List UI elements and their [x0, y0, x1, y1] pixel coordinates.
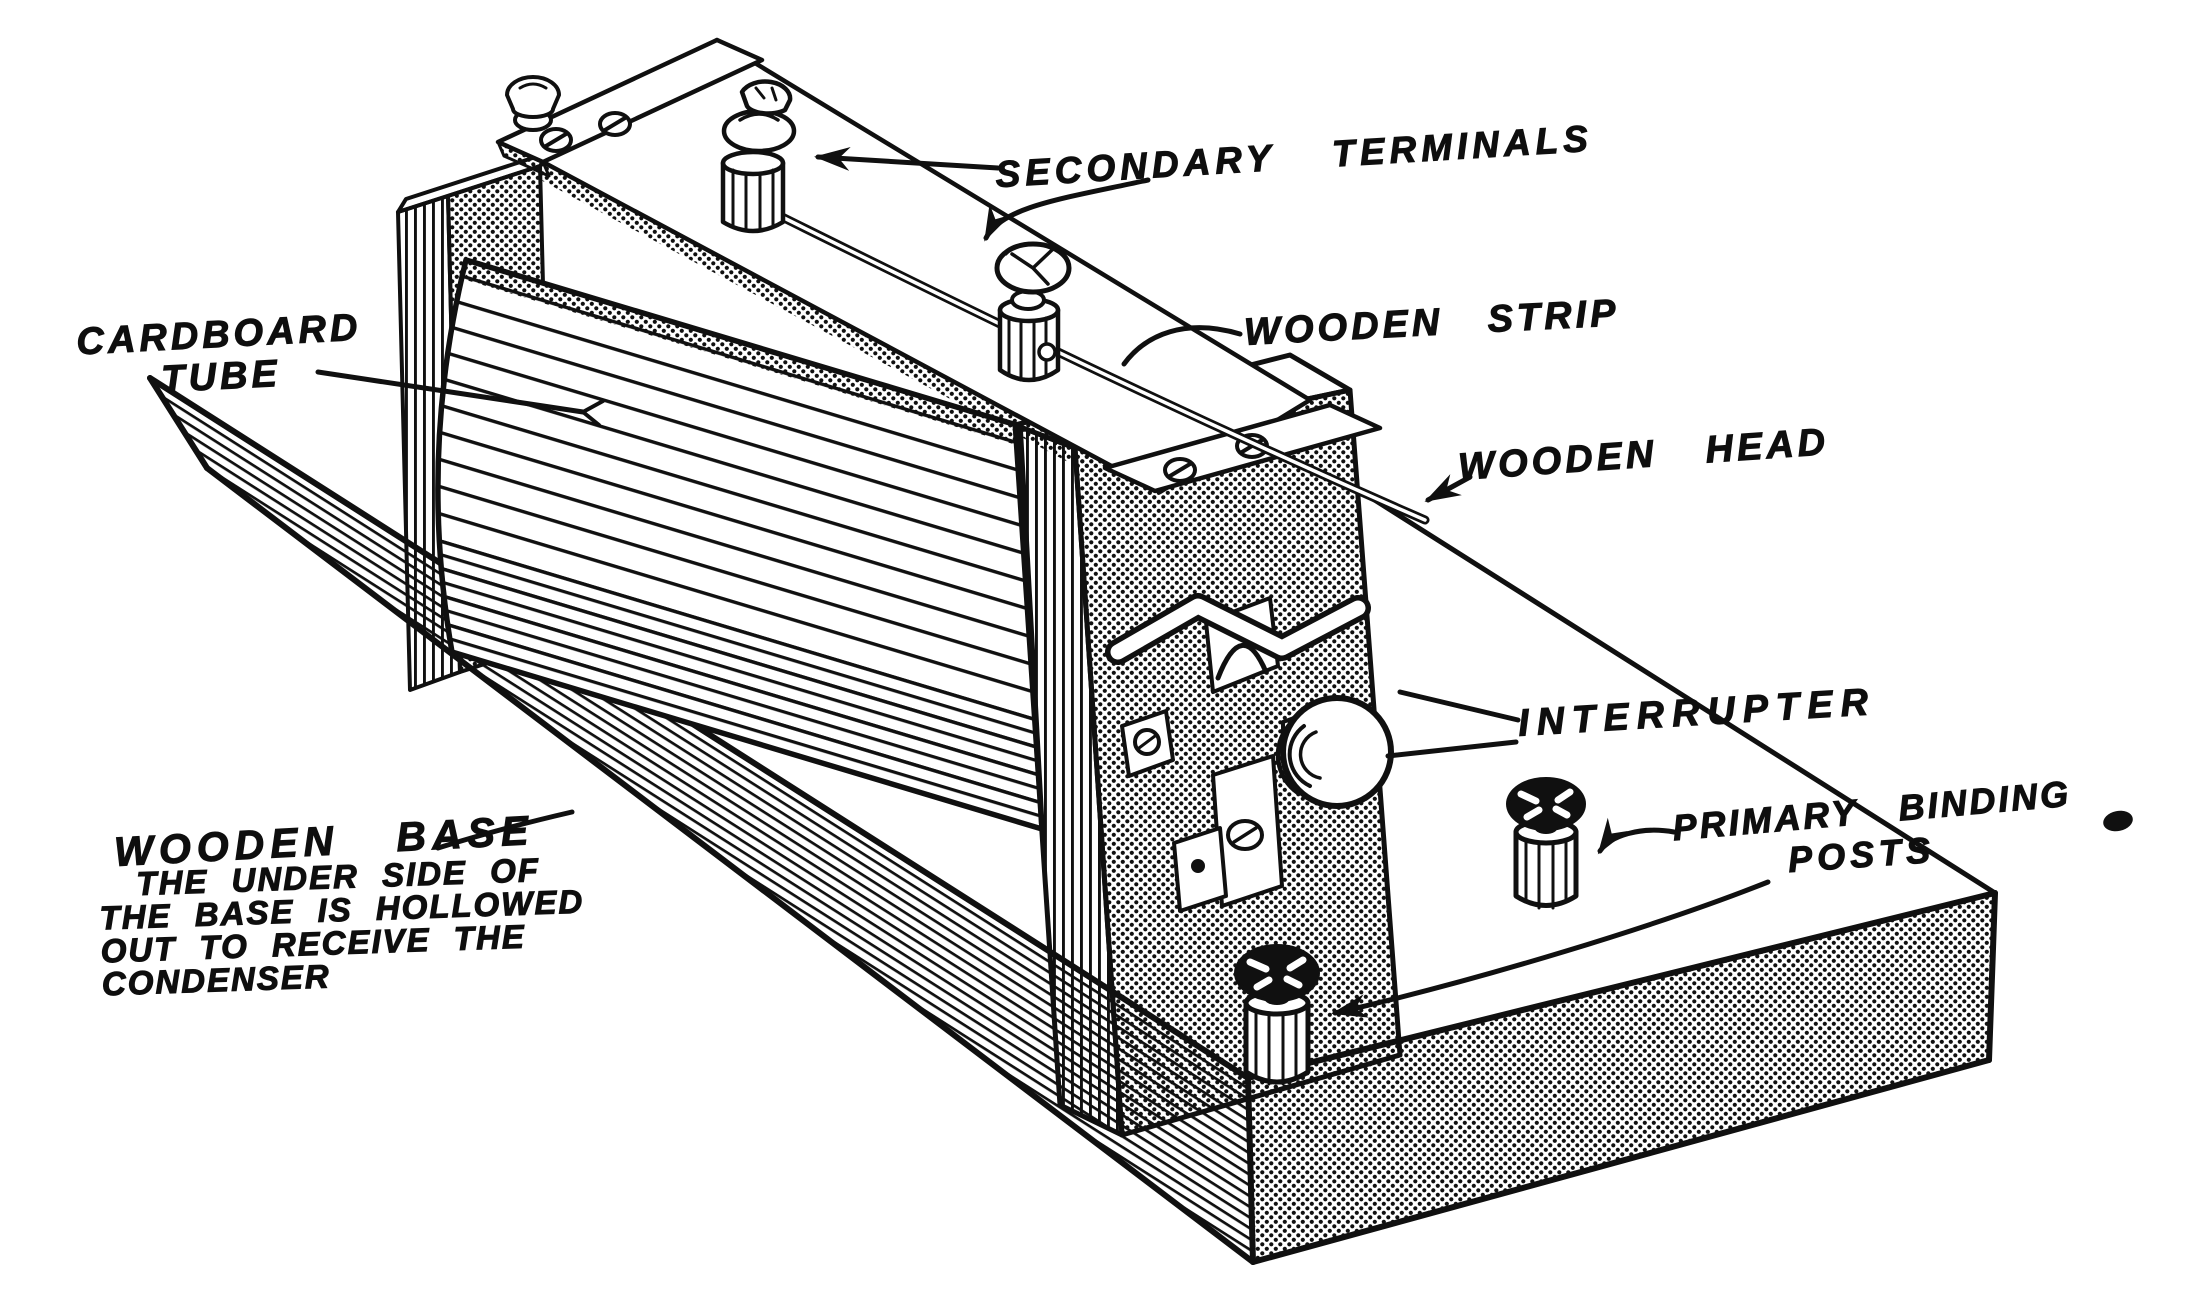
- strip-edge-shade: [537, 162, 1160, 508]
- label-base-note: THE UNDER SIDE OF THE BASE IS HOLLOWED O…: [98, 851, 587, 1003]
- ink-blob: [2103, 810, 2133, 832]
- interrupter-spring-arch: [1215, 642, 1269, 681]
- interrupter-clamp: [1120, 709, 1175, 778]
- secondary-wire: [767, 207, 1430, 525]
- secondary-terminal-right: [994, 241, 1072, 383]
- pointer-interrupter: [1385, 689, 1521, 759]
- label-cardboard-tube: CARDBOARD TUBE: [68, 306, 372, 406]
- arrow-secondary-terminal-right: [983, 177, 1151, 242]
- arrow-secondary-terminal-left: [814, 146, 1001, 171]
- arrow-primary-post-rear: [1597, 817, 1677, 855]
- strip-thumbscrew: [505, 75, 561, 132]
- strip-left-plate-shade: [496, 140, 551, 178]
- plate-screw: [539, 111, 632, 153]
- interrupter: [1105, 593, 1394, 913]
- primary-binding-post-rear: [1506, 777, 1586, 910]
- arrow-primary-post-front: [1331, 879, 1771, 1018]
- label-primary-binding-line2: POSTS: [1786, 828, 1937, 881]
- secondary-terminal-left: [720, 79, 797, 234]
- interrupter-contact-screw: [1275, 695, 1394, 809]
- pointer-wooden-base: [435, 809, 575, 851]
- pointer-cardboard-tube: [315, 369, 605, 427]
- arrow-wooden-head: [1424, 474, 1473, 503]
- pointer-wooden-strip: [1121, 325, 1243, 367]
- interrupter-foot-block: [1172, 826, 1228, 913]
- primary-binding-post-front: [1234, 944, 1320, 1086]
